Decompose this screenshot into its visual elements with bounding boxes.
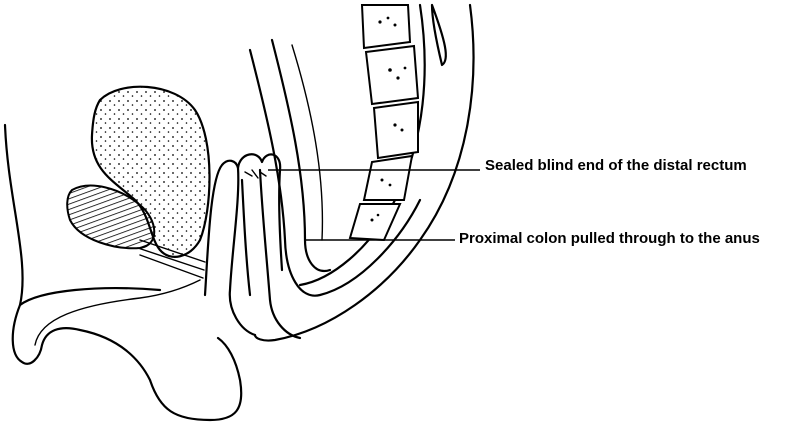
annotation-sealed-end: Sealed blind end of the distal rectum bbox=[485, 157, 747, 174]
spinal-cord bbox=[430, 3, 447, 67]
rectal-pouch bbox=[236, 153, 284, 272]
anal-canal bbox=[240, 168, 302, 340]
colon-tube-inner bbox=[270, 38, 332, 273]
annotation-pulled-colon: Proximal colon pulled through to the anu… bbox=[459, 230, 760, 247]
colon-tube-outer bbox=[248, 48, 422, 297]
colon-tube-mid bbox=[291, 44, 324, 241]
vertebrae bbox=[348, 4, 420, 242]
perineum bbox=[203, 159, 257, 337]
suture-marks bbox=[244, 169, 267, 179]
bladder bbox=[90, 85, 211, 258]
vertebra-marks bbox=[370, 16, 407, 222]
prostate-duct bbox=[137, 239, 206, 279]
penis-outline bbox=[18, 287, 162, 307]
back-outline bbox=[253, 3, 475, 342]
urethra bbox=[34, 279, 201, 346]
